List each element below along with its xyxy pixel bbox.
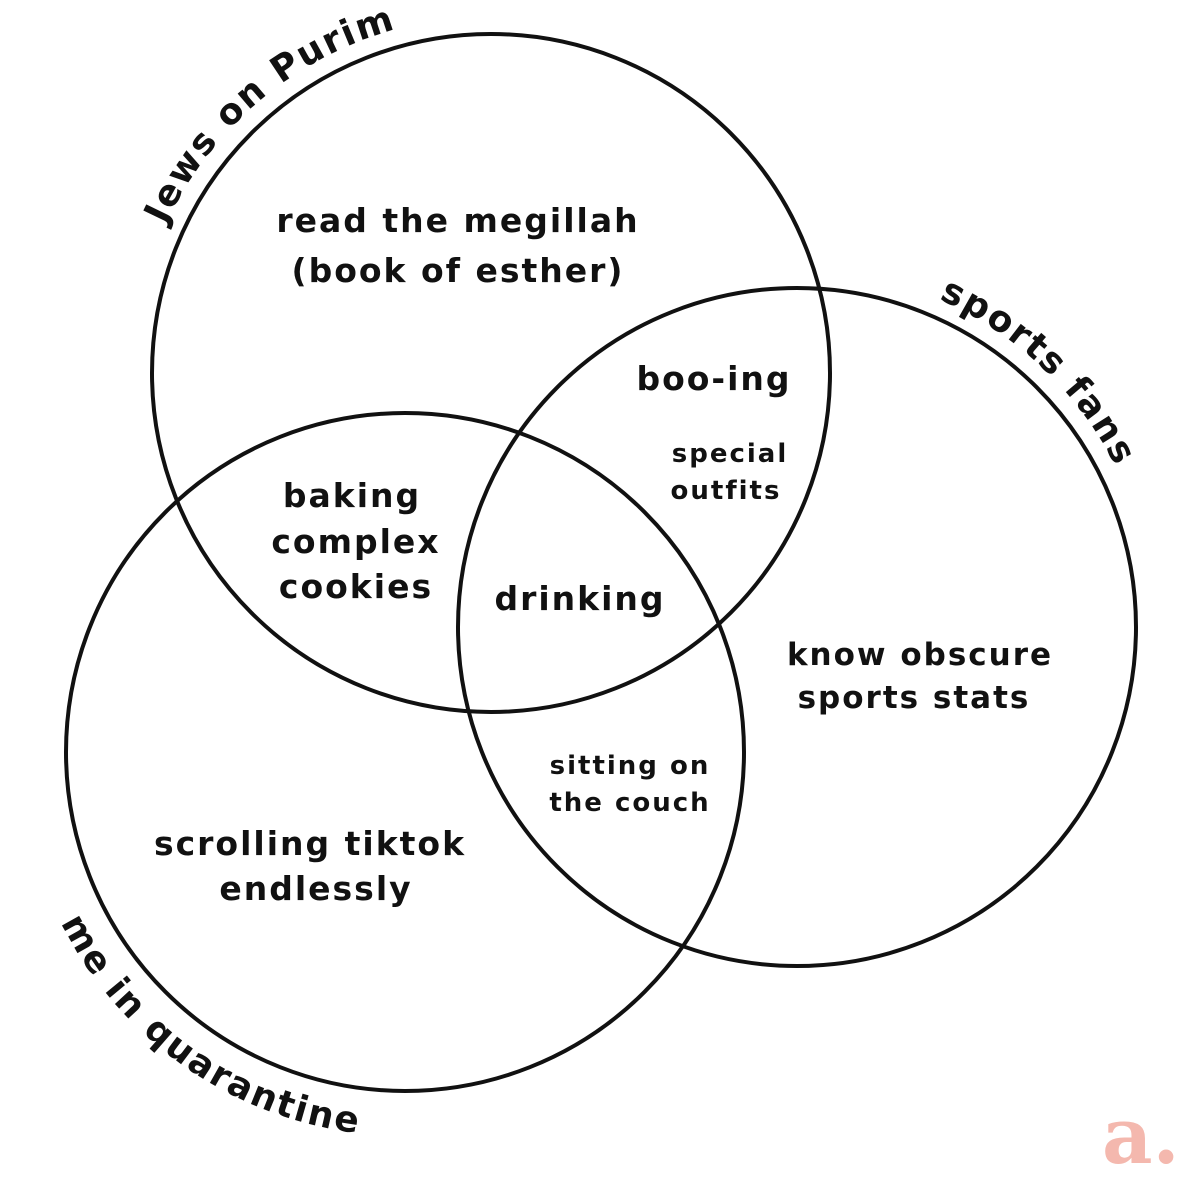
- region-text: boo-ing: [636, 359, 791, 398]
- region-right-only: know obscure sports stats: [787, 637, 1053, 716]
- region-top-only: read the megillah (book of esther): [276, 201, 639, 290]
- region-text: endlessly: [219, 869, 412, 908]
- circle-jews-on-purim: [150, 32, 832, 714]
- region-center: drinking: [494, 579, 665, 618]
- set-label-me-in-quarantine: me in quarantine: [53, 907, 364, 1142]
- region-text: (book of esther): [291, 251, 624, 290]
- circle-me-in-quarantine: [64, 411, 746, 1093]
- region-text: the couch: [549, 788, 710, 818]
- brand-logo: a.: [1102, 1091, 1180, 1182]
- region-text: scrolling tiktok: [154, 824, 466, 863]
- circle-sports-fans: [456, 286, 1138, 968]
- region-text: know obscure: [787, 637, 1053, 673]
- region-text: outfits: [671, 476, 782, 506]
- region-top-right: boo-ing special outfits: [636, 359, 791, 506]
- region-text: cookies: [279, 567, 433, 606]
- region-text: drinking: [494, 579, 665, 618]
- region-text: special: [672, 439, 789, 469]
- region-bottom-only: scrolling tiktok endlessly: [154, 824, 466, 908]
- region-top-bottom: baking complex cookies: [271, 476, 440, 606]
- region-text: sitting on: [550, 751, 711, 781]
- region-text: read the megillah: [276, 201, 639, 240]
- region-text: sports stats: [798, 680, 1031, 716]
- region-text: baking: [283, 476, 421, 515]
- region-text: complex: [271, 522, 440, 561]
- region-right-bottom: sitting on the couch: [549, 751, 711, 818]
- set-label-sports-fans: sports fans: [935, 270, 1145, 472]
